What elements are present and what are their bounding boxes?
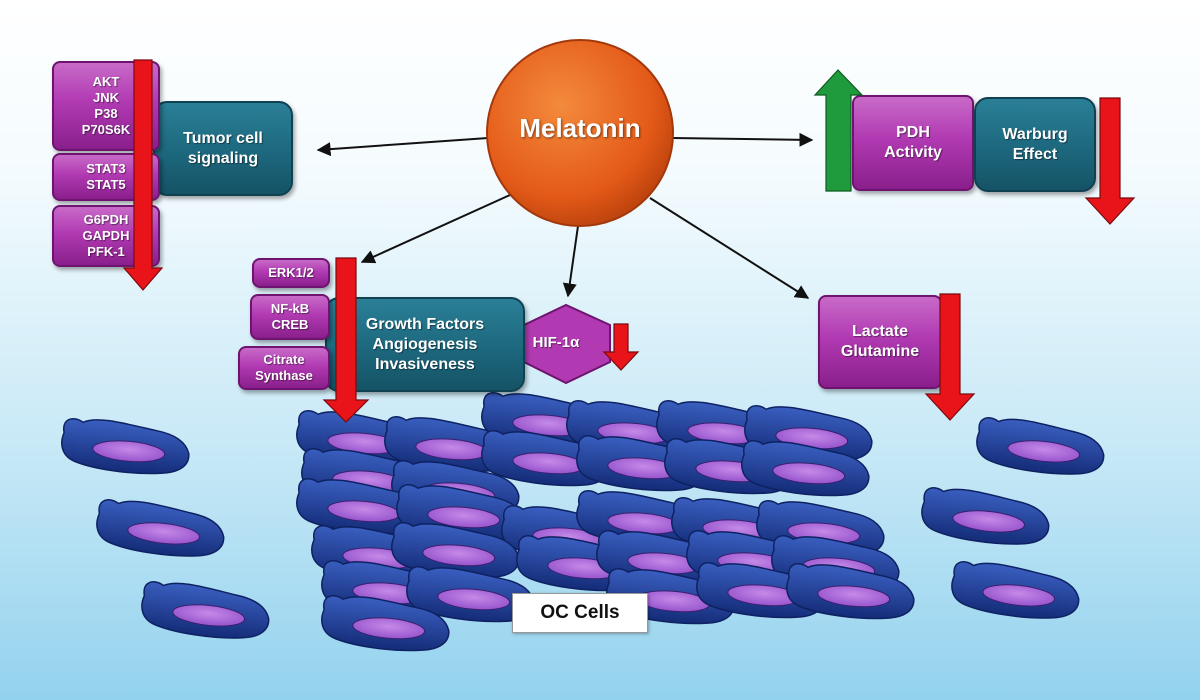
warburg-effect-box: Warburg Effect <box>974 97 1096 192</box>
arrow-to-lactate <box>649 197 810 299</box>
hif-label: HIF-1α <box>532 334 580 351</box>
oc-cells-label: OC Cells <box>512 593 648 633</box>
lactate-glutamine-box: Lactate Glutamine <box>818 295 942 389</box>
melatonin-node <box>486 39 674 227</box>
down-arrow-tumor-signaling <box>122 59 164 291</box>
down-arrow-growth <box>322 257 370 423</box>
down-arrow-warburg <box>1084 97 1136 225</box>
nfkb-creb-box: NF-kB CREB <box>250 294 330 340</box>
arrow-to-pdh <box>671 132 814 147</box>
pdh-activity-box: PDH Activity <box>852 95 974 191</box>
down-arrow-hif <box>602 323 640 371</box>
growth-factors-box: Growth Factors Angiogenesis Invasiveness <box>325 297 525 392</box>
arrow-to-erk <box>360 194 511 264</box>
down-arrow-lactate <box>924 293 976 421</box>
melatonin-label: Melatonin <box>519 113 641 143</box>
tumor-cell-signaling-box: Tumor cell signaling <box>153 101 293 196</box>
erk-box: ERK1/2 <box>252 258 330 288</box>
up-arrow-pdh <box>813 69 864 192</box>
arrow-to-tumor-signaling <box>316 137 489 157</box>
citrate-synthase-box: Citrate Synthase <box>238 346 330 390</box>
